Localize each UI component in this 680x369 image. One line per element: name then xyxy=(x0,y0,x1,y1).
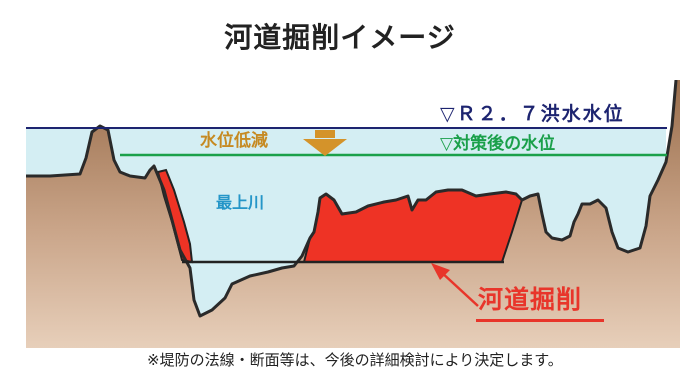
river-name-label: 最上川 xyxy=(216,193,265,212)
footnote: ※堤防の法線・断面等は、今後の詳細検討により決定します。 xyxy=(147,351,563,369)
excavation-label-underline xyxy=(476,319,604,322)
page-title: 河道掘削イメージ xyxy=(224,21,456,54)
channel-excavation-label: 河道掘削 xyxy=(478,285,583,314)
down-arrow-icon xyxy=(303,130,347,156)
water-level-reduction-label: 水位低減 xyxy=(200,131,268,151)
ground-outline xyxy=(26,80,678,318)
pointer-arrow-icon xyxy=(431,263,479,307)
r2-flood-level-label: ▽Ｒ２．７洪水水位 xyxy=(440,103,625,125)
post-measure-level-label: ▽対策後の水位 xyxy=(440,134,556,154)
